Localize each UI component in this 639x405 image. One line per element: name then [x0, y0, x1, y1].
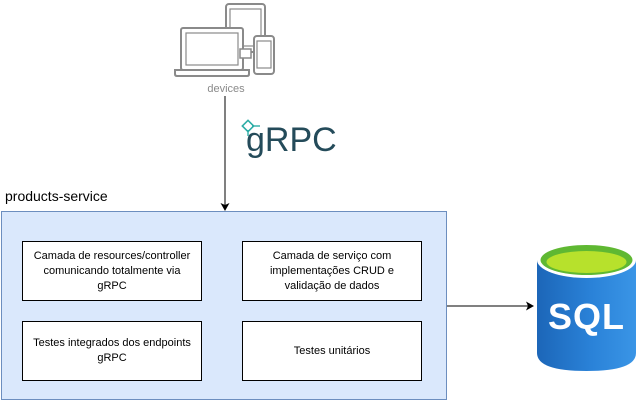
service-title: products-service [5, 188, 108, 204]
layer-unit-tests: Testes unitários [242, 321, 422, 381]
database-label: SQL [547, 296, 625, 337]
layer-integration-tests: Testes integrados dos endpoints gRPC [22, 321, 202, 381]
arrow-devices-to-service [220, 96, 230, 211]
layer-service-crud: Camada de serviço com implementações CRU… [242, 241, 422, 301]
layer-resources-controller-label: Camada de resources/controller comunican… [33, 249, 191, 292]
layer-service-crud-label: Camada de serviço com implementações CRU… [269, 249, 395, 292]
arrow-service-to-database [447, 301, 534, 311]
devices-icon [174, 3, 275, 77]
layer-resources-controller: Camada de resources/controller comunican… [22, 241, 202, 301]
layer-unit-tests-label: Testes unitários [293, 344, 371, 357]
layer-integration-tests-label: Testes integrados dos endpoints gRPC [33, 337, 191, 364]
database-icon [537, 242, 636, 371]
grpc-logo-text: gRPC [246, 121, 337, 158]
grpc-logo-mark-icon [241, 119, 260, 136]
devices-label: devices [207, 83, 245, 95]
grpc-logo: gRPC [241, 119, 337, 158]
